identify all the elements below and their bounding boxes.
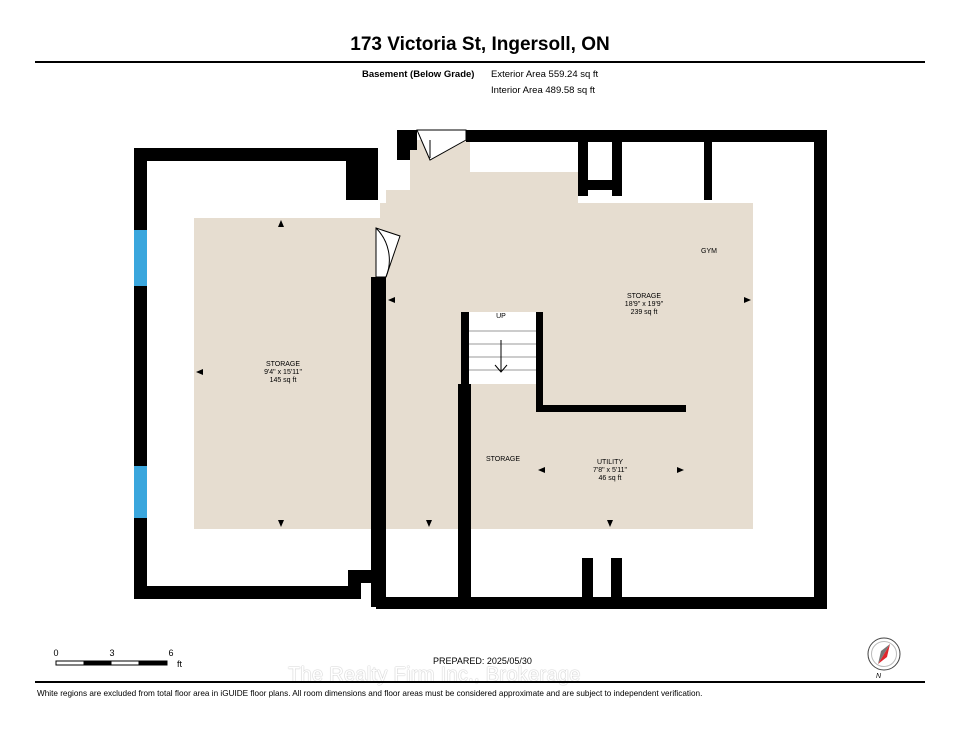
scale-tick-3: 3 <box>109 648 114 658</box>
page-title: 173 Victoria St, Ingersoll, ON <box>350 34 610 55</box>
stair-label: UP <box>496 313 506 320</box>
exterior-area: Exterior Area 559.24 sq ft <box>491 69 599 80</box>
doors <box>375 129 467 278</box>
interior-area: Interior Area 489.58 sq ft <box>491 85 596 96</box>
room-area-storage-left: 145 sq ft <box>270 377 297 384</box>
room-name-utility: UTILITY <box>597 459 623 466</box>
scale-bar: 0 3 6 ft <box>53 648 182 669</box>
header-divider <box>35 61 925 63</box>
level-name: Basement (Below Grade) <box>362 69 475 80</box>
room-area-storage-main: 239 sq ft <box>631 309 658 316</box>
room-name-storage-small: STORAGE <box>486 456 520 463</box>
prepared-date: PREPARED: 2025/05/30 <box>433 656 532 666</box>
room-name-storage-main: STORAGE <box>627 293 661 300</box>
room-name-storage-left: STORAGE <box>266 361 300 368</box>
room-dims-utility: 7'8" x 5'11" <box>593 467 627 474</box>
room-dims-storage-main: 18'9" x 19'9" <box>625 301 664 308</box>
room-area-utility: 46 sq ft <box>599 475 622 482</box>
room-dims-storage-left: 9'4" x 15'11" <box>264 369 302 376</box>
footer-divider <box>35 681 925 683</box>
compass-icon: N <box>867 637 901 680</box>
dimension-arrows <box>196 220 751 527</box>
scale-tick-0: 0 <box>53 648 58 658</box>
windows <box>134 230 147 518</box>
stair <box>461 312 543 384</box>
disclaimer: White regions are excluded from total fl… <box>37 689 703 698</box>
room-name-gym: GYM <box>701 248 717 255</box>
compass-north-label: N <box>876 673 882 680</box>
scale-unit: ft <box>177 659 183 669</box>
watermark: The Realty Firm Inc., Brokerage <box>288 664 581 686</box>
scale-tick-6: 6 <box>168 648 173 658</box>
floor-area <box>194 140 753 529</box>
